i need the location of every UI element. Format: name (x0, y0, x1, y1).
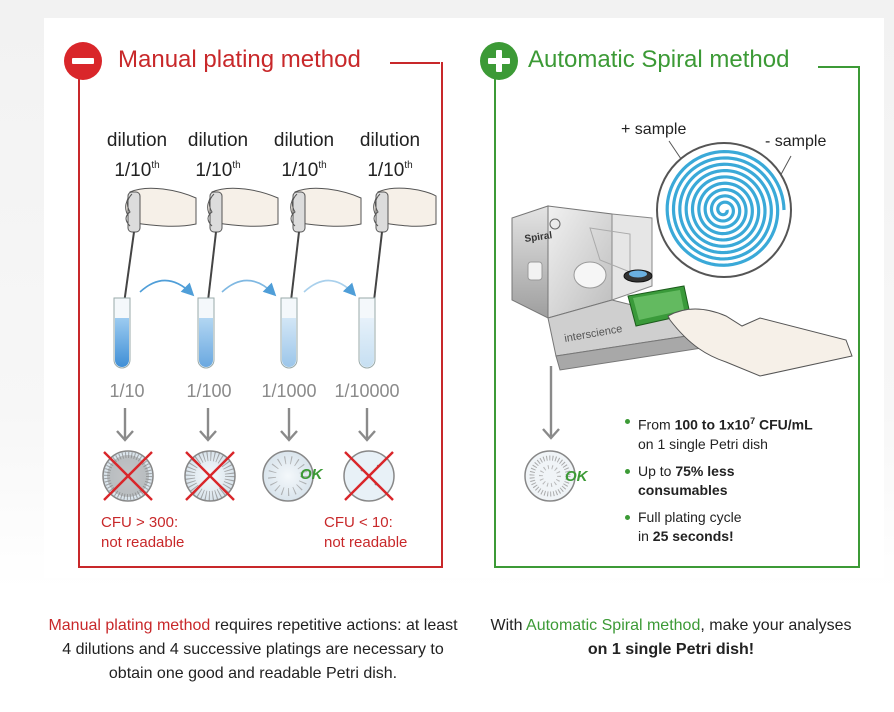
benefit-range: From 100 to 1x107 CFU/mL on 1 single Pet… (622, 412, 852, 454)
manual-caption: Manual plating method requires repetitiv… (48, 617, 458, 682)
minus-sample-label: - sample (765, 133, 827, 150)
benefit-list: From 100 to 1x107 CFU/mL on 1 single Pet… (622, 412, 852, 554)
concentration-label-1: 1/10 (109, 381, 145, 401)
benefit-consumables: Up to 75% less consumables (622, 462, 852, 500)
automatic-frame (494, 66, 860, 568)
ok-label-automatic: OK (565, 468, 588, 485)
dilution-label-3: dilution 1/10th (273, 130, 335, 181)
concentration-label-4: 1/10000 (334, 381, 400, 401)
plus-sample-label: + sample (621, 121, 687, 138)
plus-circle-icon (480, 42, 518, 80)
dilution-label-4: dilution 1/10th (359, 130, 421, 181)
infographic-card (44, 18, 884, 578)
manual-title: Manual plating method (118, 46, 361, 73)
minus-circle-icon (64, 42, 102, 80)
manual-frame-top (390, 62, 440, 64)
dilution-label-2: dilution 1/10th (187, 130, 249, 181)
manual-frame (78, 62, 443, 568)
concentration-label-3: 1/1000 (261, 381, 317, 401)
automatic-frame-top (818, 66, 858, 68)
dilution-label-1: dilution 1/10th (106, 130, 168, 181)
concentration-label-2: 1/100 (186, 381, 232, 401)
automatic-title: Automatic Spiral method (528, 46, 790, 73)
ok-label-manual: OK (300, 466, 323, 483)
cfu-low-label: CFU < 10: not readable (324, 514, 408, 551)
benefit-cycle-time: Full plating cycle in 25 seconds! (622, 508, 852, 546)
automatic-caption: With Automatic Spiral method, make your … (490, 617, 852, 658)
cfu-high-label: CFU > 300: not readable (101, 514, 185, 551)
